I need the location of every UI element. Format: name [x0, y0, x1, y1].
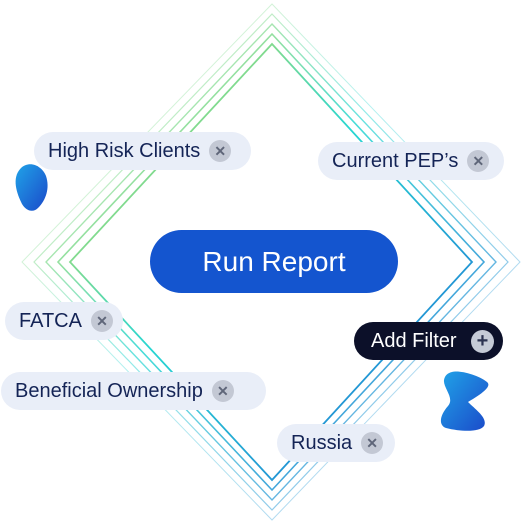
filter-chip-label: Beneficial Ownership — [15, 379, 203, 402]
filter-chip-beneficial-ownership[interactable]: Beneficial Ownership ✕ — [1, 372, 266, 410]
close-icon[interactable]: ✕ — [361, 432, 384, 454]
close-icon[interactable]: ✕ — [209, 140, 232, 162]
decorative-blob-right — [440, 371, 489, 431]
close-icon[interactable]: ✕ — [211, 380, 234, 402]
filter-chip-label: FATCA — [19, 309, 82, 332]
filter-chip-label: Current PEP’s — [332, 149, 459, 172]
decorative-blob-left — [15, 164, 48, 211]
filter-chip-label: Russia — [291, 431, 353, 454]
close-icon[interactable]: ✕ — [467, 150, 490, 172]
close-icon[interactable]: ✕ — [90, 310, 113, 332]
plus-icon: + — [471, 329, 494, 353]
filter-chip-label: High Risk Clients — [48, 139, 201, 162]
add-filter-label: Add Filter — [371, 329, 457, 352]
filter-chip-current-peps[interactable]: Current PEP’s ✕ — [318, 142, 504, 180]
filter-chip-fatca[interactable]: FATCA ✕ — [5, 302, 123, 340]
filter-chip-russia[interactable]: Russia ✕ — [277, 424, 395, 462]
add-filter-button[interactable]: Add Filter + — [354, 322, 503, 360]
run-report-button[interactable]: Run Report — [150, 230, 398, 293]
filter-chip-high-risk-clients[interactable]: High Risk Clients ✕ — [34, 132, 251, 170]
